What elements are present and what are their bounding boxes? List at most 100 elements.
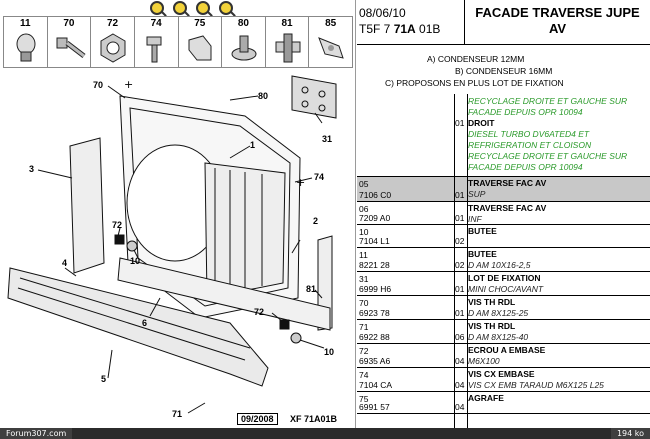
row-detail: M6X100 [468, 356, 500, 366]
title-line-1: FACADE TRAVERSE JUPE [475, 5, 640, 20]
plus-marker-icon: + [296, 176, 305, 189]
row-quantity: 01 [455, 308, 465, 318]
callout-label: 81 [306, 284, 316, 294]
callout-label: 1 [250, 140, 255, 150]
callout-label: 80 [258, 91, 268, 101]
callout-label: 10 [130, 256, 140, 266]
header-code-bold: 71A [393, 22, 416, 36]
spring-clip-icon [318, 37, 345, 59]
row-quantity: 01 [455, 118, 465, 128]
row-designation: VIS TH RDL [468, 321, 516, 331]
thumbnail-part-72[interactable]: 72 [91, 17, 135, 67]
row-part-number: 7104 CA [359, 380, 393, 390]
row-detail: MINI CHOC/AVANT [468, 284, 544, 294]
parts-thumbnail-strip: 11 70 72 74 75 80 81 85 [3, 16, 353, 68]
thumbnail-part-85[interactable]: 85 [309, 17, 352, 67]
diagram-reference: XF 71A01B [290, 414, 338, 424]
thumbnail-part-74[interactable]: 74 [135, 17, 179, 67]
row-part-number: 6923 78 [359, 308, 390, 318]
row-detail: INF [468, 214, 482, 224]
row-designation: TRAVERSE FAC AV [468, 203, 547, 213]
callout-label: 6 [142, 318, 147, 328]
callout-label: 70 [93, 80, 103, 90]
row-ref-number: 74 [359, 370, 369, 380]
thumbnail-number: 85 [325, 18, 337, 29]
callout-label: 72 [112, 220, 122, 230]
row-part-number: 6922 88 [359, 332, 390, 342]
zoom-in-icon[interactable] [150, 1, 164, 15]
row-ref-number: 71 [359, 322, 369, 332]
row-quantity: 04 [455, 356, 465, 366]
diagram-date-box: 09/2008 [237, 413, 278, 425]
nut-icon [100, 33, 126, 63]
callout-label: 10 [324, 347, 334, 357]
row-designation: BUTEE [468, 249, 497, 259]
thumbnail-number: 80 [237, 18, 249, 29]
row-detail: RECYCLAGE DROITE ET GAUCHE SUR [468, 96, 628, 106]
thumbnail-part-81[interactable]: 81 [266, 17, 310, 67]
zoom-reset-icon[interactable] [219, 1, 233, 15]
row-designation: TRAVERSE FAC AV [468, 178, 547, 188]
row-quantity: 04 [455, 402, 465, 412]
header-code: T5F 7 71A 01B [359, 22, 440, 36]
row-detail: RECYCLAGE DROITE ET GAUCHE SUR [468, 151, 628, 161]
row-part-number: 6991 57 [359, 402, 390, 412]
row-designation: VIS CX EMBASE [468, 369, 535, 379]
zoom-out-icon[interactable] [173, 1, 187, 15]
callout-label: 4 [62, 258, 67, 268]
callout-label: 72 [254, 307, 264, 317]
row-detail: D AM 8X125-40 [468, 332, 529, 342]
row-quantity: 01 [455, 190, 465, 200]
note-line: A) CONDENSEUR 12MM [427, 54, 525, 64]
row-ref-number: 70 [359, 298, 369, 308]
thumbnail-number: 81 [281, 18, 293, 29]
row-detail: FACADE DEPUIS OPR 10094 [468, 107, 583, 117]
row-ref-number: 75 [359, 394, 369, 404]
status-filesize: 194 ko [610, 428, 650, 439]
row-designation: AGRAFE [468, 393, 504, 403]
row-ref-number: 31 [359, 274, 369, 284]
zoom-fit-icon[interactable] [196, 1, 210, 15]
header-date: 08/06/10 [359, 6, 406, 20]
note-line: C) PROPOSONS EN PLUS LOT DE FIXATION [385, 78, 564, 88]
bulb-icon [16, 33, 36, 62]
row-designation: BUTEE [468, 226, 497, 236]
thumbnail-part-11[interactable]: 11 [4, 17, 48, 67]
row-ref-number: 11 [359, 250, 368, 260]
row-detail: DIESEL TURBO DV6ATED4 ET [468, 129, 590, 139]
header-code-prefix: T5F 7 [359, 22, 394, 36]
thumbnail-number: 75 [194, 18, 206, 29]
row-part-number: 7209 A0 [359, 213, 391, 223]
thumbnail-part-80[interactable]: 80 [222, 17, 266, 67]
row-detail: D AM 10X16-2,5 [468, 260, 531, 270]
row-detail: REFRIGERATION ET CLOISON [468, 140, 592, 150]
row-part-number: 6999 H6 [359, 284, 392, 294]
title-line-2: AV [548, 21, 567, 36]
callout-label: 71 [172, 409, 182, 419]
row-quantity: 02 [455, 236, 465, 246]
status-bar: Forum307.com 194 ko [0, 428, 650, 439]
thumbnail-number: 11 [20, 18, 31, 29]
callout-label: 74 [314, 172, 324, 182]
thumbnail-part-75[interactable]: 75 [179, 17, 223, 67]
thumbnail-part-70[interactable]: 70 [48, 17, 92, 67]
column-divider [467, 94, 468, 428]
row-designation: DROIT [468, 118, 495, 128]
row-designation: ECROU A EMBASE [468, 345, 546, 355]
row-quantity: 01 [455, 213, 465, 223]
parts-list-panel: 08/06/10 T5F 7 71A 01B FACADE TRAVERSE J… [357, 0, 650, 428]
fastener-icon [231, 35, 257, 61]
row-designation: LOT DE FIXATION [468, 273, 541, 283]
row-ref-number: 72 [359, 346, 369, 356]
